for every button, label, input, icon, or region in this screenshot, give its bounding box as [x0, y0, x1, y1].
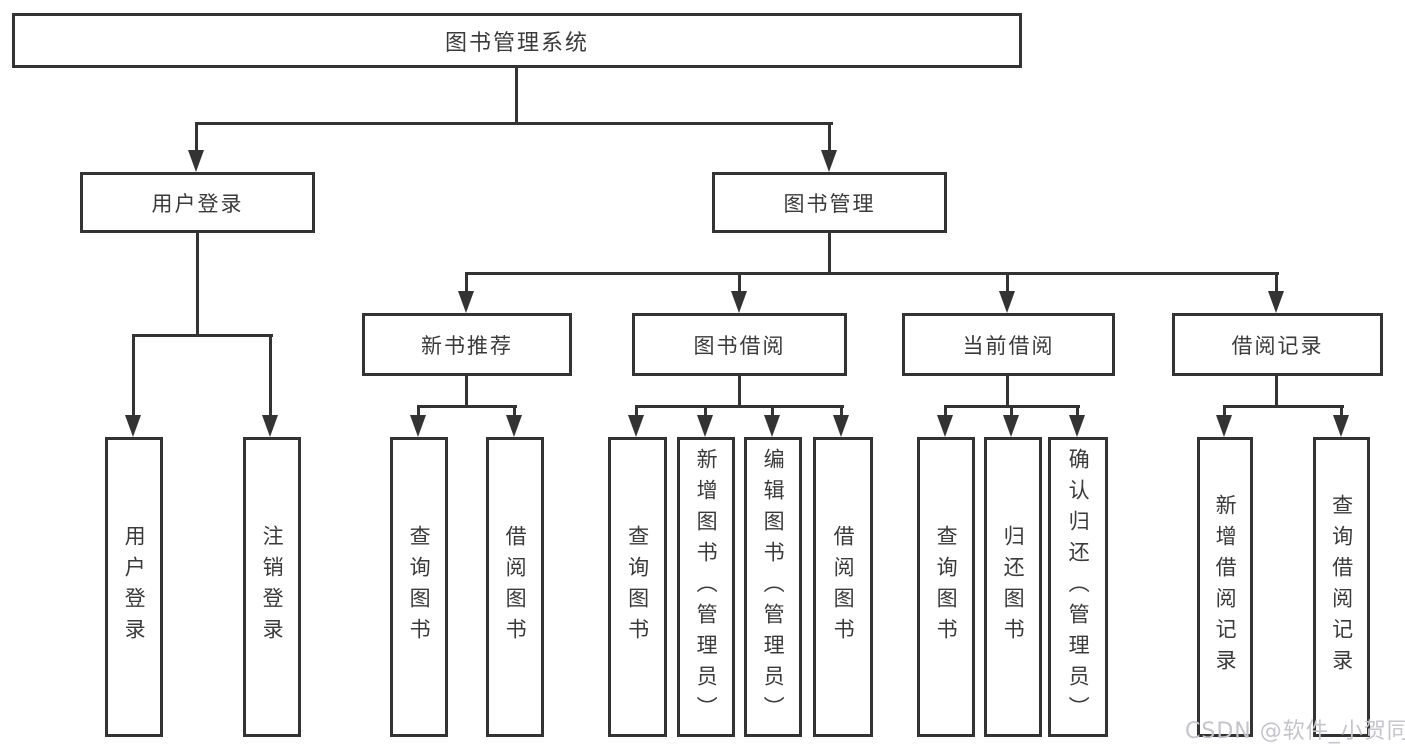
- arrowhead-down-icon: [1268, 291, 1284, 313]
- leaf-edit-book-admin: 编辑图书（管理员）: [744, 437, 802, 737]
- connector-vline: [771, 405, 774, 417]
- arrowhead-down-icon: [764, 415, 780, 437]
- connector-vline: [465, 374, 468, 407]
- leaf-query-books-current: 查询图书: [917, 437, 975, 737]
- connector-vline: [840, 405, 843, 417]
- leaf-borrow-books-borrowing: 借阅图书: [813, 437, 873, 737]
- connector-vline: [195, 122, 198, 154]
- arrowhead-down-icon: [697, 415, 713, 437]
- connector-vline: [196, 231, 199, 337]
- arrowhead-down-icon: [410, 415, 426, 437]
- csdn-watermark: CSDN @软件_小贺同学: [1185, 719, 1405, 744]
- arrowhead-down-icon: [937, 415, 953, 437]
- leaf-query-borrow-record: 查询借阅记录: [1313, 437, 1370, 737]
- arrowhead-down-icon: [1069, 415, 1085, 437]
- arrowhead-down-icon: [458, 291, 474, 313]
- leaf-confirm-return-admin: 确认归还（管理员）: [1048, 437, 1108, 737]
- leaf-borrow-books-recommend: 借阅图书: [486, 437, 544, 737]
- connector-vline: [515, 66, 518, 124]
- arrowhead-down-icon: [821, 150, 837, 172]
- node-root: 图书管理系统: [12, 13, 1022, 68]
- connector-hline: [635, 405, 844, 408]
- node-borrowing-records: 借阅记录: [1172, 313, 1383, 376]
- node-book-management: 图书管理: [712, 172, 947, 233]
- connector-hline: [196, 122, 833, 125]
- leaf-user-login: 用户登录: [105, 437, 163, 737]
- arrowhead-down-icon: [1003, 415, 1019, 437]
- leaf-add-borrow-record: 新增借阅记录: [1197, 437, 1253, 737]
- connector-vline: [1275, 272, 1278, 294]
- leaf-return-books: 归还图书: [984, 437, 1042, 737]
- connector-vline: [738, 272, 741, 294]
- arrowhead-down-icon: [1333, 415, 1349, 437]
- connector-vline: [1275, 374, 1278, 407]
- connector-vline: [513, 405, 516, 417]
- connector-vline: [132, 334, 135, 417]
- connector-hline: [1223, 405, 1344, 408]
- node-new-book-recommendation: 新书推荐: [362, 313, 572, 376]
- connector-hline: [466, 272, 1279, 275]
- leaf-add-book-admin: 新增图书（管理员）: [677, 437, 735, 737]
- connector-vline: [1010, 405, 1013, 417]
- connector-vline: [1076, 405, 1079, 417]
- connector-hline: [133, 334, 273, 337]
- node-book-borrowing: 图书借阅: [632, 313, 847, 376]
- connector-vline: [1006, 272, 1009, 294]
- arrowhead-down-icon: [125, 415, 141, 437]
- arrowhead-down-icon: [628, 415, 644, 437]
- connector-vline: [828, 231, 831, 274]
- connector-vline: [738, 374, 741, 407]
- connector-vline: [269, 334, 272, 417]
- connector-vline: [704, 405, 707, 417]
- connector-vline: [944, 405, 947, 417]
- connector-vline: [1223, 405, 1226, 417]
- arrowhead-down-icon: [188, 150, 204, 172]
- node-user-login: 用户登录: [80, 172, 315, 233]
- arrowhead-down-icon: [833, 415, 849, 437]
- arrowhead-down-icon: [999, 291, 1015, 313]
- arrowhead-down-icon: [731, 291, 747, 313]
- connector-vline: [465, 272, 468, 294]
- connector-vline: [417, 405, 420, 417]
- node-current-borrowing: 当前借阅: [902, 313, 1115, 376]
- connector-hline: [417, 405, 517, 408]
- leaf-logout: 注销登录: [243, 437, 301, 737]
- arrowhead-down-icon: [506, 415, 522, 437]
- connector-vline: [1006, 374, 1009, 407]
- connector-vline: [1340, 405, 1343, 417]
- leaf-query-books-borrowing: 查询图书: [608, 437, 667, 737]
- connector-vline: [828, 122, 831, 154]
- arrowhead-down-icon: [262, 415, 278, 437]
- arrowhead-down-icon: [1216, 415, 1232, 437]
- connector-vline: [635, 405, 638, 417]
- leaf-query-books-recommend: 查询图书: [390, 437, 448, 737]
